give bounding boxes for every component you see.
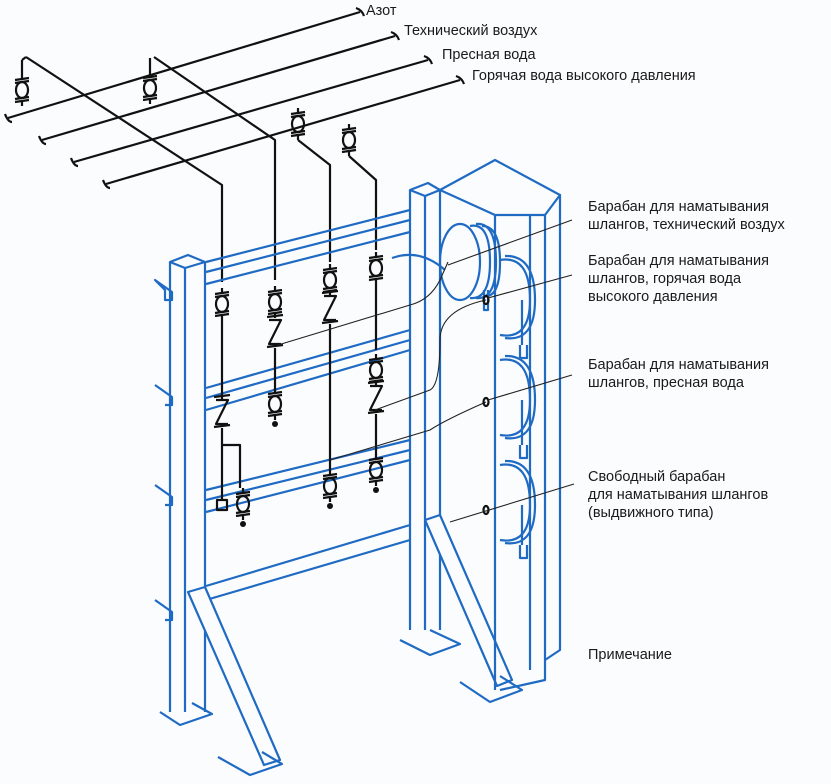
- callout-reel-hp-hot-water: Барабан для наматывания шлангов, горячая…: [588, 252, 769, 306]
- callout-line: шлангов, пресная вода: [588, 375, 744, 391]
- callout-line: высокого давления: [588, 289, 718, 305]
- callout-reel-free: Свободный барабан для наматывания шланго…: [588, 468, 768, 522]
- callout-leaders: [447, 219, 575, 523]
- callout-line: для наматывания шлангов: [588, 487, 769, 503]
- note-label: Примечание: [588, 647, 672, 663]
- label-hp-hot-water: Горячая вода высокого давления: [472, 68, 696, 84]
- drop-lines: [25, 56, 378, 282]
- header-pipes: [3, 6, 466, 190]
- reel-drum-1: [391, 222, 502, 312]
- pipe-hp-hot-water: [101, 74, 466, 190]
- rack-piping: [212, 250, 386, 527]
- hose-lines: [277, 261, 490, 516]
- rack-frame: [153, 181, 524, 777]
- callout-reel-fresh-water: Барабан для наматывания шлангов, пресная…: [588, 356, 769, 392]
- callout-line: шлангов, технический воздух: [588, 217, 785, 233]
- pipe-fresh-water: [69, 54, 434, 168]
- callout-line: Барабан для наматывания: [588, 357, 769, 373]
- callout-reel-service-air: Барабан для наматывания шлангов, техниче…: [588, 198, 785, 234]
- callout-line: Барабан для наматывания: [588, 199, 769, 215]
- label-service-air: Технический воздух: [404, 23, 538, 39]
- pipe-nitrogen: [3, 6, 366, 124]
- callout-line: Свободный барабан: [588, 469, 726, 485]
- reel-drum-3: [499, 354, 537, 460]
- reel-cabinet: [391, 158, 562, 692]
- callout-line: шлангов, горячая вода: [588, 271, 742, 287]
- callout-line: Барабан для наматывания: [588, 253, 769, 269]
- label-nitrogen: Азот: [366, 3, 397, 19]
- label-fresh-water: Пресная вода: [442, 47, 536, 63]
- reel-drum-2: [499, 254, 537, 360]
- callout-line: (выдвижного типа): [588, 505, 714, 521]
- pipe-service-air: [37, 30, 401, 146]
- reel-drum-4: [499, 459, 537, 560]
- header-valves: [13, 56, 358, 158]
